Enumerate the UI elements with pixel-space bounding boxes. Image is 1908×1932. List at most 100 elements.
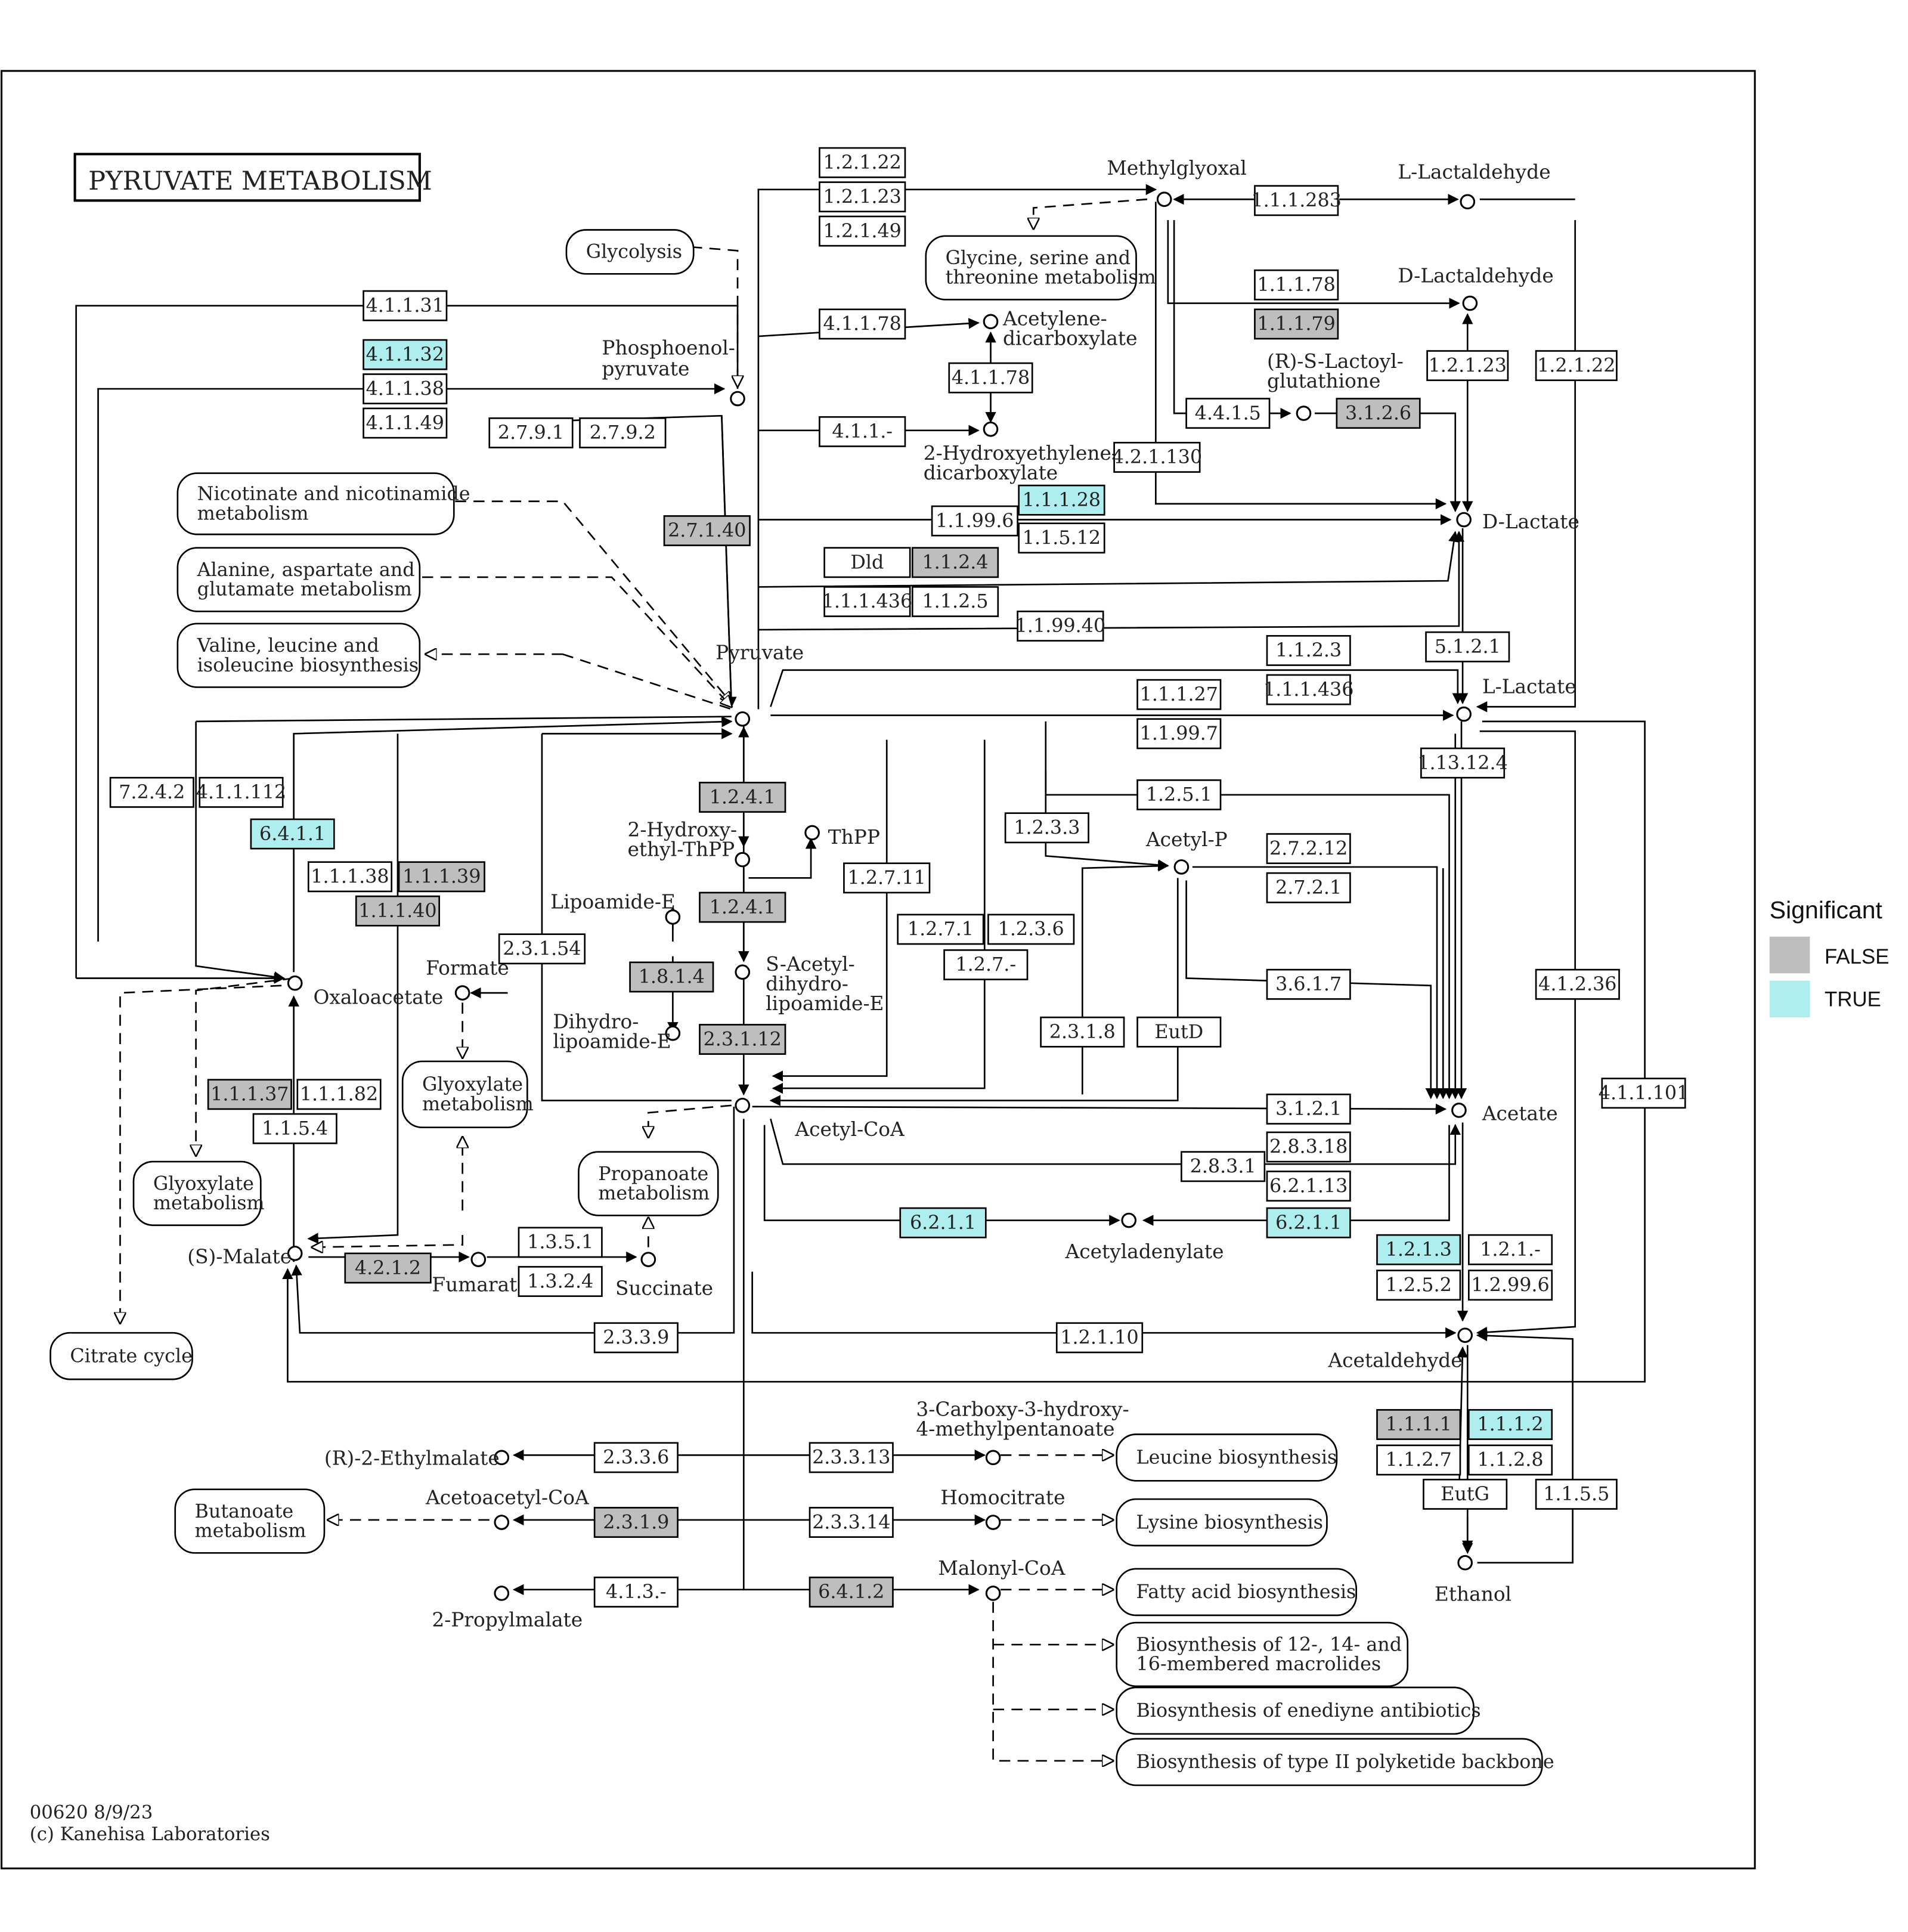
compound[interactable]: Acetate: [1451, 1102, 1558, 1125]
enzyme-box[interactable]: 4.2.1.130: [1112, 441, 1203, 473]
enzyme-box[interactable]: 1.1.99.6: [931, 505, 1018, 537]
compound[interactable]: Malonyl-CoA: [938, 1557, 1065, 1601]
enzyme-box[interactable]: 1.1.2.8: [1467, 1444, 1553, 1476]
pathway-map-box[interactable]: Lysine biosynthesis: [1116, 1498, 1328, 1547]
enzyme-box[interactable]: 4.4.1.5: [1185, 398, 1271, 429]
compound[interactable]: 2-Hydroxyethylene-: [924, 421, 1118, 465]
compound-node[interactable]: [1156, 191, 1172, 208]
compound-node[interactable]: [985, 1586, 1001, 1601]
compound-node[interactable]: [1173, 859, 1190, 875]
enzyme-box[interactable]: 1.1.5.4: [252, 1113, 337, 1144]
pathway-map-box[interactable]: Fatty acid biosynthesis: [1116, 1568, 1357, 1617]
compound[interactable]: lipoamide-E: [553, 1030, 671, 1052]
compound[interactable]: Lipoamide-E: [550, 891, 681, 925]
enzyme-box[interactable]: 4.1.1.78: [948, 362, 1033, 394]
enzyme-box[interactable]: 1.2.99.6: [1467, 1270, 1553, 1301]
compound[interactable]: Acetyladenylate: [1065, 1212, 1224, 1263]
enzyme-box[interactable]: 1.3.5.1: [518, 1227, 603, 1258]
compound-node[interactable]: [1460, 194, 1476, 210]
compound-node[interactable]: [665, 909, 681, 925]
compound-node[interactable]: [983, 314, 999, 330]
enzyme-box[interactable]: 6.2.1.13: [1266, 1171, 1351, 1202]
enzyme-box[interactable]: 1.1.1.28: [1018, 484, 1105, 516]
enzyme-box[interactable]: 1.1.5.12: [1018, 522, 1105, 554]
compound[interactable]: dicarboxylate: [924, 462, 1058, 484]
enzyme-box[interactable]: 1.1.1.82: [296, 1079, 382, 1110]
enzyme-box[interactable]: 1.2.1.3: [1376, 1234, 1461, 1265]
compound-node[interactable]: [985, 1515, 1001, 1530]
enzyme-box[interactable]: 2.3.3.6: [593, 1442, 679, 1473]
compound[interactable]: Acetylene-: [983, 307, 1107, 330]
enzyme-box[interactable]: 4.1.1.49: [363, 407, 448, 439]
enzyme-box[interactable]: 1.1.2.7: [1376, 1444, 1461, 1476]
enzyme-box[interactable]: 1.1.1.39: [398, 861, 485, 893]
compound-node[interactable]: [287, 975, 303, 991]
enzyme-box[interactable]: 1.2.1.22: [819, 147, 906, 178]
pathway-map-box[interactable]: Citrate cycle: [49, 1332, 193, 1380]
compound[interactable]: glutathione: [1267, 370, 1380, 392]
compound-node[interactable]: [1451, 1103, 1467, 1118]
enzyme-box[interactable]: Dld: [823, 547, 911, 578]
enzyme-box[interactable]: 1.1.1.1: [1376, 1409, 1461, 1440]
compound[interactable]: Dihydro-: [553, 1011, 681, 1041]
enzyme-box[interactable]: 2.3.1.12: [699, 1024, 786, 1055]
compound[interactable]: S-Acetyl-: [735, 953, 855, 980]
compound[interactable]: Acetyl-CoA: [735, 1097, 905, 1141]
enzyme-box[interactable]: 1.2.7.-: [943, 949, 1029, 980]
enzyme-box[interactable]: 2.7.2.12: [1266, 833, 1351, 865]
enzyme-box[interactable]: 1.2.1.23: [1426, 350, 1509, 382]
enzyme-box[interactable]: 1.1.1.27: [1136, 679, 1222, 710]
compound[interactable]: dicarboxylate: [1003, 327, 1137, 349]
enzyme-box[interactable]: 1.1.2.5: [911, 586, 999, 617]
compound[interactable]: 3-Carboxy-3-hydroxy-: [916, 1398, 1129, 1466]
compound[interactable]: Oxaloacetate: [287, 975, 443, 1009]
enzyme-box[interactable]: 4.1.3.-: [593, 1576, 679, 1608]
enzyme-box[interactable]: 1.2.4.1: [699, 891, 786, 923]
enzyme-box[interactable]: 1.1.99.40: [1015, 610, 1106, 642]
compound[interactable]: (R)-2-Ethylmalate: [324, 1447, 510, 1470]
compound[interactable]: D-Lactate: [1456, 510, 1579, 533]
enzyme-box[interactable]: 2.7.9.1: [488, 417, 574, 448]
enzyme-box[interactable]: 4.1.1.38: [363, 373, 448, 405]
enzyme-box[interactable]: 2.7.1.40: [663, 515, 751, 546]
compound[interactable]: Methylglyoxal: [1107, 157, 1247, 208]
enzyme-box[interactable]: EutG: [1423, 1478, 1508, 1510]
compound[interactable]: Acetaldehyde: [1327, 1327, 1473, 1372]
compound-node[interactable]: [287, 1246, 303, 1261]
pathway-map-box[interactable]: Glycolysis: [565, 229, 695, 275]
enzyme-box[interactable]: 1.2.7.1: [897, 914, 984, 945]
enzyme-box[interactable]: 1.2.1.-: [1467, 1234, 1553, 1265]
enzyme-box[interactable]: 4.1.1.78: [819, 308, 906, 340]
enzyme-box[interactable]: 7.2.4.2: [109, 776, 194, 808]
enzyme-box[interactable]: 1.2.5.2: [1376, 1270, 1461, 1301]
compound[interactable]: ThPP: [804, 825, 880, 849]
compound-node[interactable]: [494, 1450, 510, 1466]
compound[interactable]: dihydro-: [766, 973, 848, 995]
enzyme-box[interactable]: 4.1.1.101: [1599, 1078, 1689, 1109]
enzyme-box[interactable]: 4.1.2.36: [1535, 968, 1620, 1000]
compound[interactable]: ethyl-ThPP: [627, 838, 735, 860]
enzyme-box[interactable]: 1.2.7.11: [843, 862, 931, 894]
enzyme-box[interactable]: 1.1.5.5: [1535, 1478, 1618, 1510]
enzyme-box[interactable]: 1.2.1.22: [1535, 350, 1618, 382]
compound[interactable]: Phosphoenol-: [602, 337, 745, 407]
enzyme-box[interactable]: 4.2.1.2: [344, 1252, 432, 1284]
enzyme-box[interactable]: 1.1.2.3: [1266, 634, 1351, 666]
enzyme-box[interactable]: 3.1.2.1: [1266, 1093, 1351, 1125]
compound-node[interactable]: [1462, 295, 1478, 311]
enzyme-box[interactable]: 1.2.1.23: [819, 181, 906, 213]
enzyme-box[interactable]: 1.1.1.38: [307, 861, 393, 893]
enzyme-box[interactable]: 1.1.1.436: [1263, 674, 1354, 705]
compound-node[interactable]: [1456, 706, 1472, 722]
enzyme-box[interactable]: 6.4.1.1: [250, 818, 335, 850]
enzyme-box[interactable]: 2.8.3.18: [1266, 1131, 1351, 1163]
pathway-map-box[interactable]: Biosynthesis of 12-, 14- and16-membered …: [1116, 1621, 1409, 1688]
compound[interactable]: Formate: [426, 956, 509, 1001]
enzyme-box[interactable]: 3.1.2.6: [1336, 398, 1421, 429]
